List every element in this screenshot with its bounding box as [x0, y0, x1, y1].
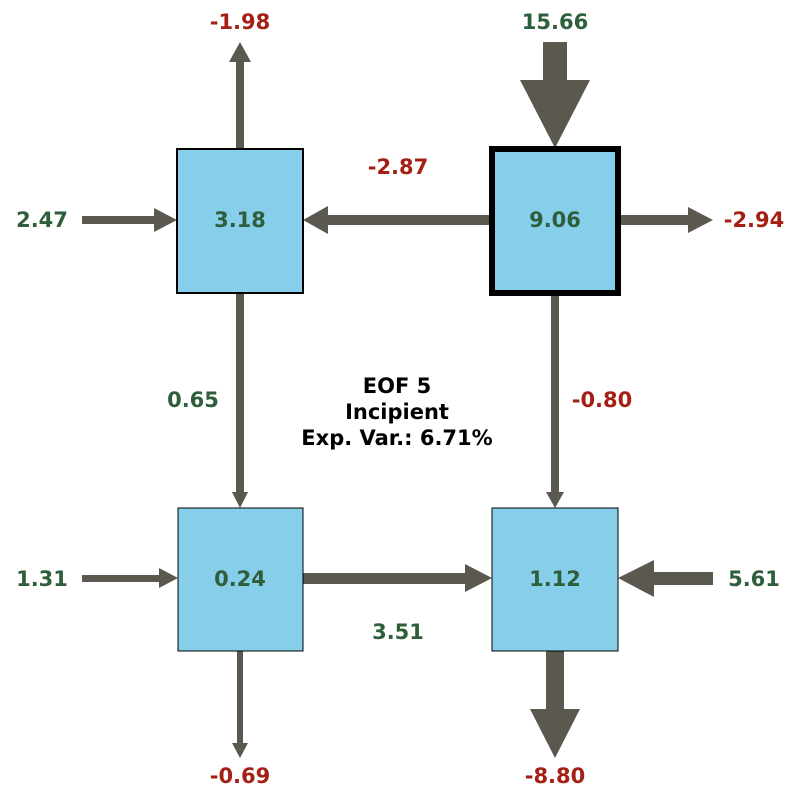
flow-bottom-right-down-label: -8.80 — [525, 764, 586, 788]
flow-right-in-bottom-label: 5.61 — [728, 567, 780, 591]
flow-top-left-to-bottom-left-label: 0.65 — [167, 388, 219, 412]
arrow-right-in-bottom — [618, 560, 713, 597]
arrow-top-right-in — [520, 42, 590, 148]
flow-top-right-in-label: 15.66 — [522, 10, 588, 34]
flow-top-right-out-label: -2.94 — [724, 208, 785, 232]
box-top-right — [489, 146, 621, 296]
boxes — [176, 146, 621, 652]
flow-bottom-left-to-bottom-right-label: 3.51 — [372, 620, 424, 644]
flow-top-right-to-top-left-label: -2.87 — [368, 155, 429, 179]
flow-top-left-up-label: -1.98 — [210, 10, 271, 34]
arrow-bottom-right-down — [530, 651, 580, 758]
flow-bottom-left-down-label: -0.69 — [210, 764, 271, 788]
box-top-right-value: 9.06 — [529, 208, 581, 232]
title-line-1: EOF 5 — [363, 374, 431, 398]
box-top-left-value: 3.18 — [214, 208, 266, 232]
flow-left-in-bottom-label: 1.31 — [16, 567, 68, 591]
flow-left-in-top-label: 2.47 — [16, 208, 68, 232]
arrow-left-in-bottom — [82, 568, 178, 588]
box-bottom-right-value: 1.12 — [529, 567, 581, 591]
arrow-left-in-top — [82, 208, 177, 232]
box-top-left — [176, 148, 304, 294]
arrow-top-left-up — [229, 42, 251, 148]
arrow-top-right-out — [618, 207, 713, 233]
arrows — [82, 42, 713, 758]
arrow-top-right-to-bottom-right — [546, 292, 564, 508]
title-line-3: Exp. Var.: 6.71% — [301, 426, 492, 450]
arrow-top-left-to-bottom-left — [232, 292, 248, 508]
arrow-bottom-left-down — [232, 651, 248, 758]
center-title: EOF 5 Incipient Exp. Var.: 6.71% — [301, 374, 492, 450]
flow-top-right-to-bottom-right-label: -0.80 — [572, 388, 633, 412]
arrow-bottom-left-to-bottom-right — [303, 564, 492, 592]
box-bottom-left-value: 0.24 — [214, 567, 266, 591]
box-bottom-left — [177, 507, 304, 652]
arrow-top-right-to-top-left — [303, 206, 492, 234]
box-bottom-right — [491, 507, 619, 652]
flow-labels: -1.98 15.66 2.47 -2.87 -2.94 0.65 -0.80 … — [16, 10, 784, 788]
box-labels: 3.18 9.06 0.24 1.12 — [214, 208, 581, 591]
title-line-2: Incipient — [345, 400, 449, 424]
